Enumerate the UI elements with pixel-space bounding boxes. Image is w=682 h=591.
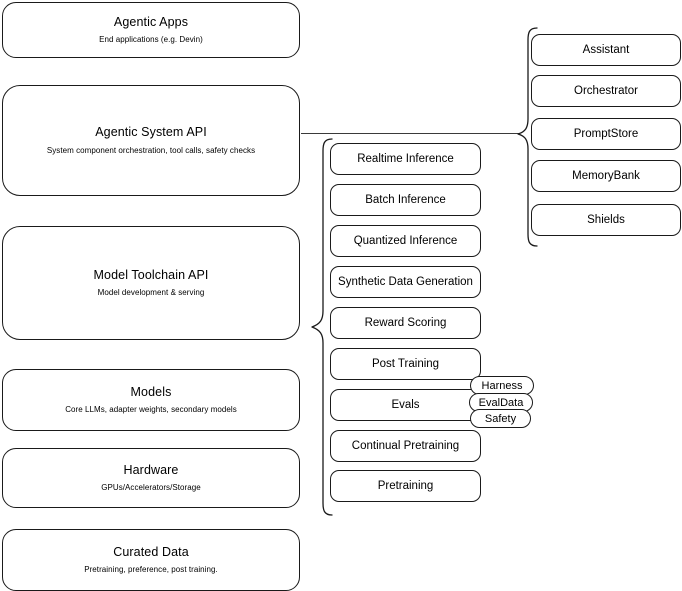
- layer-box-hardware[interactable]: Hardware GPUs/Accelerators/Storage: [2, 448, 300, 508]
- capability-label: Realtime Inference: [357, 152, 454, 165]
- capability-box-synthetic-data-generation[interactable]: Synthetic Data Generation: [330, 266, 481, 298]
- evals-badge-label: Harness: [481, 379, 523, 392]
- capability-box-quantized-inference[interactable]: Quantized Inference: [330, 225, 481, 257]
- component-label: MemoryBank: [572, 169, 640, 182]
- layer-subtitle: Model development & serving: [97, 288, 205, 298]
- evals-badge-evaldata[interactable]: EvalData: [469, 393, 533, 412]
- capability-box-realtime-inference[interactable]: Realtime Inference: [330, 143, 481, 175]
- layer-box-model-toolchain-api[interactable]: Model Toolchain API Model development & …: [2, 226, 300, 340]
- brace-agentic-system-components: [517, 27, 538, 247]
- layer-title: Agentic Apps: [113, 14, 189, 29]
- capability-label: Reward Scoring: [364, 316, 447, 329]
- capability-box-evals[interactable]: Evals: [330, 389, 481, 421]
- capability-box-batch-inference[interactable]: Batch Inference: [330, 184, 481, 216]
- component-label: PromptStore: [573, 127, 639, 140]
- evals-badge-label: EvalData: [478, 396, 524, 409]
- component-box-shields[interactable]: Shields: [531, 204, 681, 236]
- capability-label: Pretraining: [377, 479, 434, 492]
- layer-box-agentic-apps[interactable]: Agentic Apps End applications (e.g. Devi…: [2, 2, 300, 58]
- capability-label: Continual Pretraining: [351, 439, 460, 452]
- layer-title: Agentic System API: [95, 125, 207, 140]
- capability-label: Batch Inference: [365, 193, 446, 206]
- layer-subtitle: Core LLMs, adapter weights, secondary mo…: [65, 405, 237, 415]
- capability-label: Synthetic Data Generation: [338, 275, 473, 288]
- capability-label: Evals: [391, 398, 420, 411]
- connector-agentic-system-api-to-components: [301, 133, 519, 135]
- layer-title: Hardware: [123, 462, 179, 477]
- evals-badge-label: Safety: [484, 412, 517, 425]
- evals-badge-safety[interactable]: Safety: [470, 409, 531, 428]
- layer-subtitle: End applications (e.g. Devin): [99, 35, 203, 45]
- layer-title: Models: [130, 384, 172, 399]
- layer-title: Curated Data: [113, 544, 189, 559]
- evals-badge-harness[interactable]: Harness: [470, 376, 534, 395]
- component-label: Orchestrator: [574, 84, 638, 97]
- capability-box-post-training[interactable]: Post Training: [330, 348, 481, 380]
- component-box-memorybank[interactable]: MemoryBank: [531, 160, 681, 192]
- layer-box-curated-data[interactable]: Curated Data Pretraining, preference, po…: [2, 529, 300, 591]
- capability-box-pretraining[interactable]: Pretraining: [330, 470, 481, 502]
- layer-box-models[interactable]: Models Core LLMs, adapter weights, secon…: [2, 369, 300, 431]
- component-box-assistant[interactable]: Assistant: [531, 34, 681, 66]
- layer-title: Model Toolchain API: [93, 267, 209, 282]
- capability-box-continual-pretraining[interactable]: Continual Pretraining: [330, 430, 481, 462]
- component-box-promptstore[interactable]: PromptStore: [531, 118, 681, 150]
- component-box-orchestrator[interactable]: Orchestrator: [531, 75, 681, 107]
- layer-subtitle: System component orchestration, tool cal…: [46, 145, 256, 155]
- layer-box-agentic-system-api[interactable]: Agentic System API System component orch…: [2, 85, 300, 196]
- capability-label: Quantized Inference: [353, 234, 458, 247]
- component-label: Shields: [587, 213, 625, 226]
- brace-model-toolchain: [311, 138, 333, 516]
- layer-subtitle: GPUs/Accelerators/Storage: [101, 483, 201, 493]
- capability-label: Post Training: [371, 357, 440, 370]
- layer-subtitle: Pretraining, preference, post training.: [84, 565, 218, 575]
- capability-box-reward-scoring[interactable]: Reward Scoring: [330, 307, 481, 339]
- component-label: Assistant: [582, 43, 630, 56]
